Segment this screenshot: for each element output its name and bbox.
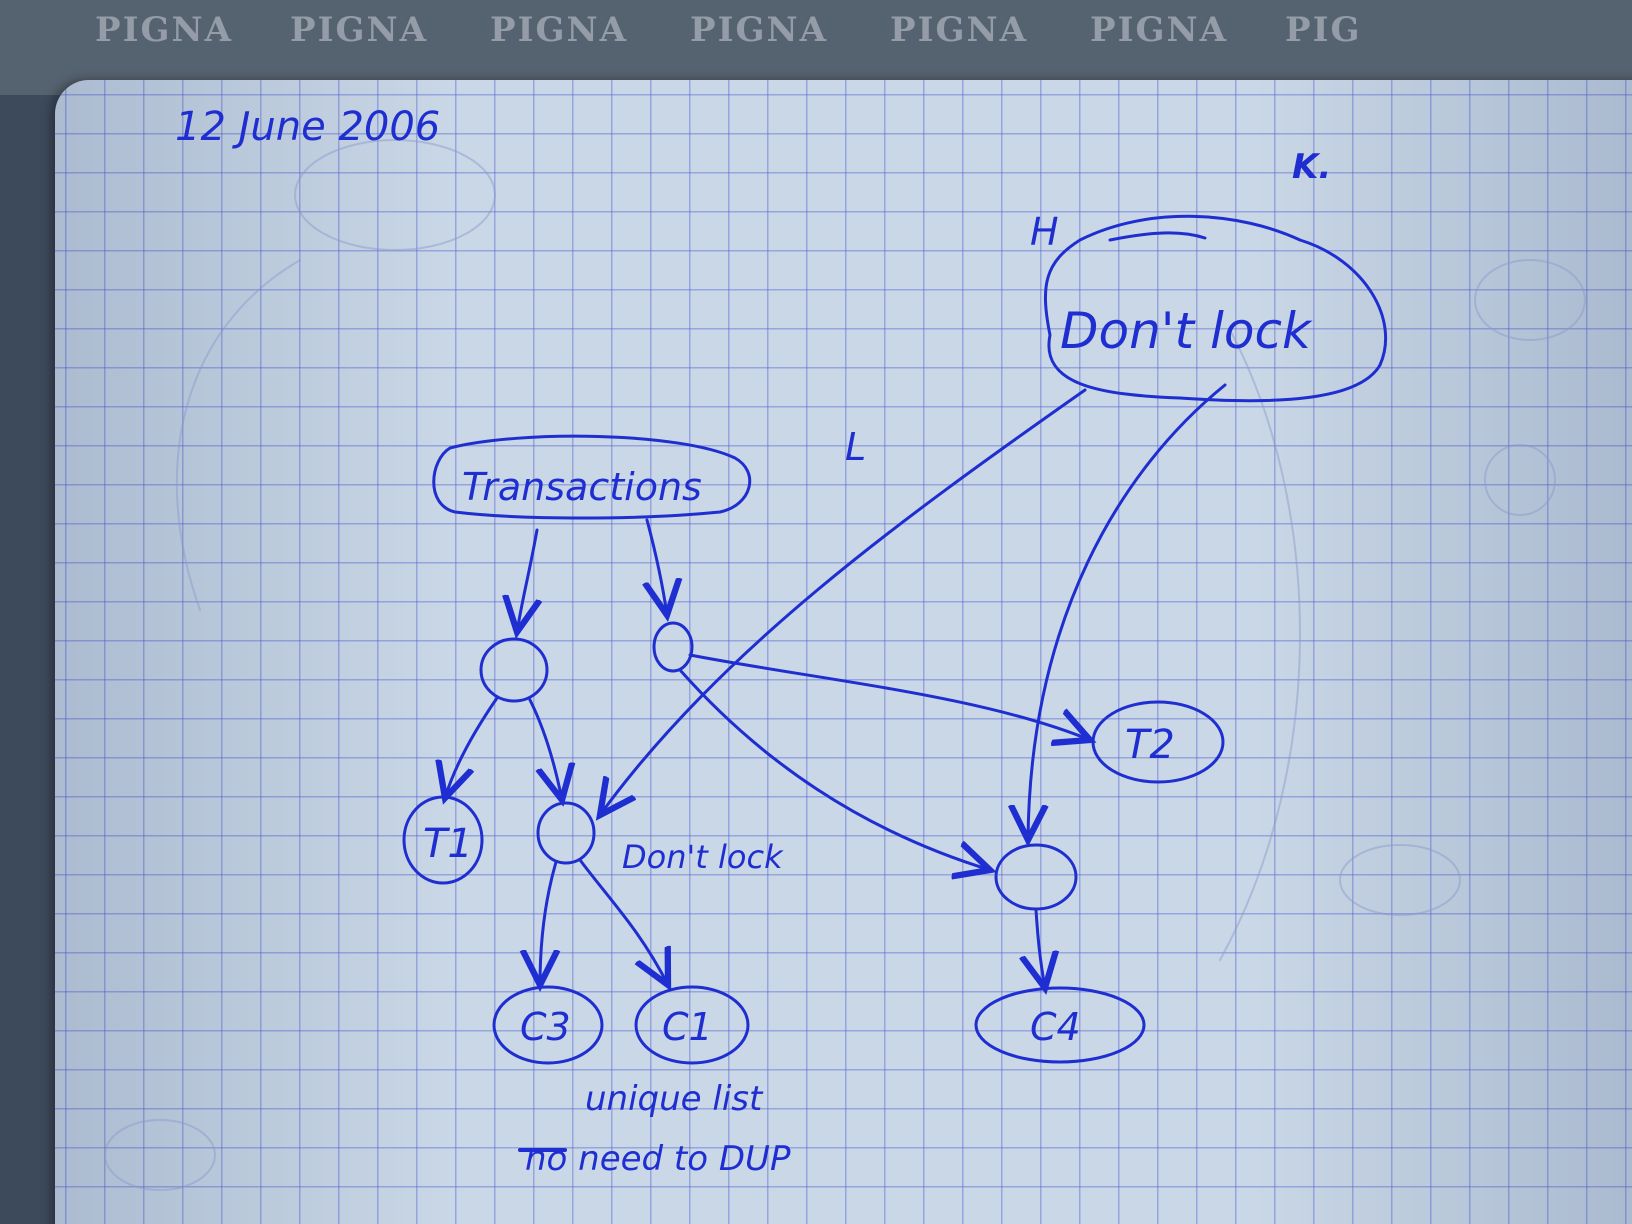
desk-stamp: PIGNA [290,10,428,50]
unique-list-note: unique list [585,1079,764,1119]
edge-left-t1 [445,696,499,798]
desk-stamp: PIGNA [490,10,628,50]
edge-dontlock-cloud-node [600,388,1087,815]
c1-node [634,985,750,1065]
t2-label: T2 [1125,722,1175,768]
desk-stamp: PIGNA [890,10,1028,50]
note-date: 12 June 2006 [175,104,440,150]
transactions-cloud [432,434,752,520]
show-through-marks [104,139,1586,1191]
t1-label: T1 [423,821,473,867]
graph-paper-page [55,80,1632,1224]
no-need-note: no need to DUP [525,1139,791,1179]
arrow-mark-h: H [1030,210,1059,254]
desk-stamp: PIGNA [95,10,233,50]
junction-node-left [479,637,549,703]
cloud-detail [1108,231,1207,242]
desk-background [0,0,1632,95]
arrow-mark-l: L [845,425,866,469]
desk-stamp: PIGNA [690,10,828,50]
c1-label: C1 [662,1005,713,1049]
c4-label: C4 [1030,1005,1081,1049]
edge-transactions-right [647,518,667,615]
junction-node-c4 [994,843,1078,911]
edge-junction-c4 [1036,908,1045,988]
junction-node-dont-lock [536,801,596,865]
desk-stamp: PIGNA [1090,10,1228,50]
dont-lock-side-label: Don't lock [622,838,784,876]
junction-node-right [652,621,694,673]
edge-node-c3 [540,860,556,985]
edge-right-t2 [688,653,1090,740]
edge-left-dontlock [528,698,562,800]
edge-transactions-left [517,528,537,632]
c3-label: C3 [520,1005,571,1049]
dont-lock-cloud [1043,214,1388,403]
edge-node-c1 [578,858,668,985]
edge-dontlock-cloud-c4junction [1028,383,1227,840]
dont-lock-top-label: Don't lock [1060,302,1313,360]
corner-mark: K. [1292,147,1331,187]
c4-node [974,986,1146,1064]
desk-stamp: PIG [1285,10,1362,50]
transactions-label: Transactions [462,465,702,509]
edge-right-c4junction [678,668,990,870]
